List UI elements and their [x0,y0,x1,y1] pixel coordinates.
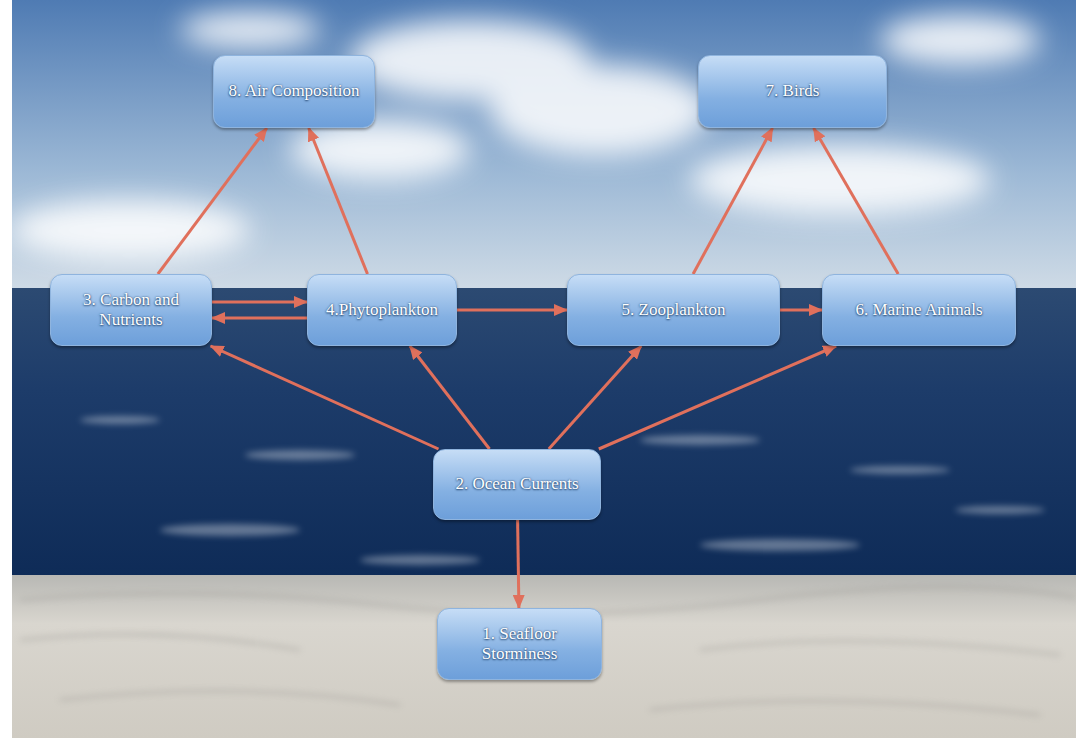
process-box: 8. Air Composition [213,55,375,128]
flow-arrow [212,317,307,320]
process-box: 5. Zooplankton [567,274,780,346]
flow-arrow [212,301,307,304]
box-label: 5. Zooplankton [622,300,726,320]
process-box: 6. Marine Animals [822,274,1016,346]
box-label: 8. Air Composition [229,81,360,101]
flow-arrow [814,128,899,274]
box-label: 1. Seafloor Storminess [448,624,591,665]
flow-arrow [457,309,567,312]
process-box: 7. Birds [698,55,887,128]
flow-arrow [309,128,368,274]
flow-arrow [158,128,267,274]
process-box: 2. Ocean Currents [433,449,601,520]
box-label: 4.Phytoplankton [326,300,438,320]
flow-arrow [518,520,519,608]
seafloor-ripples [20,587,1076,715]
seafloor [12,575,1076,738]
flow-arrow [780,309,822,312]
flow-arrow [410,346,490,449]
process-box: 1. Seafloor Storminess [437,608,602,680]
box-label: 2. Ocean Currents [455,474,578,494]
flow-arrow [599,346,836,449]
box-label: 7. Birds [766,81,820,101]
clouds [10,12,1040,260]
wave-caps [80,416,1045,565]
flow-arrow [693,128,773,274]
box-label: 6. Marine Animals [855,300,982,320]
process-box: 3. Carbon and Nutrients [50,274,212,346]
flow-arrow [211,346,439,449]
box-label: 3. Carbon and Nutrients [61,290,201,331]
process-box: 4.Phytoplankton [307,274,457,346]
flow-arrow [549,346,641,449]
